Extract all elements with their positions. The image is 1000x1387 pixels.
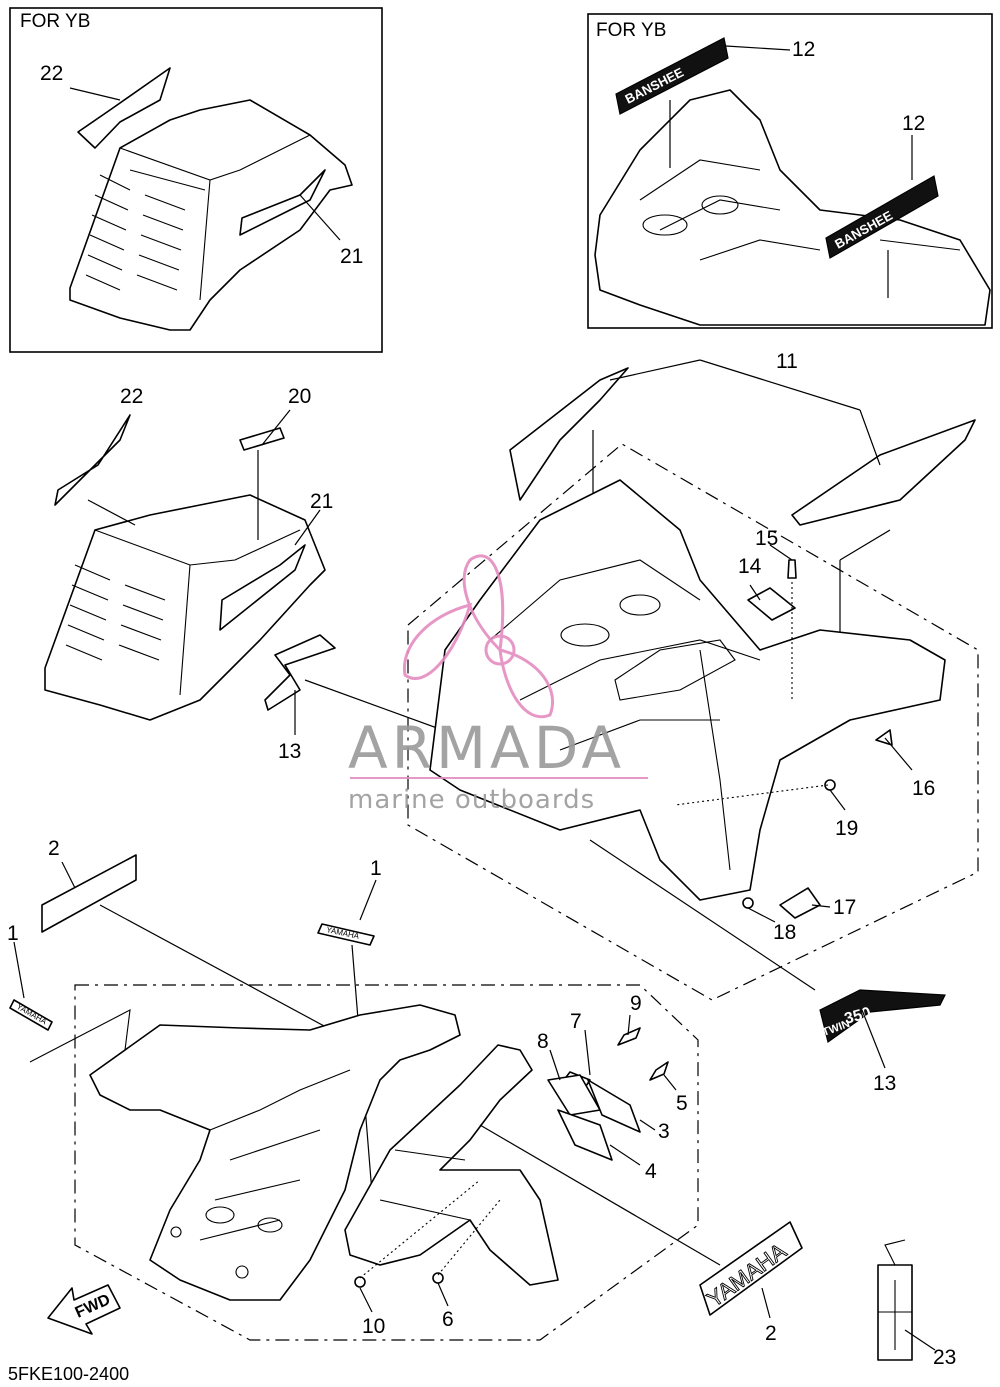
decal-2-stripe bbox=[41, 854, 137, 933]
callout-5: 5 bbox=[676, 1092, 688, 1115]
inset-right-label: FOR YB bbox=[596, 20, 666, 41]
front-carrier bbox=[344, 1044, 559, 1286]
front-fender-assembly: TWIN 350 11 15 14 16 19 17 18 13 bbox=[407, 350, 979, 1095]
callout-22-inset: 22 bbox=[40, 62, 63, 85]
fwd-arrow: FWD bbox=[47, 1284, 121, 1335]
callout-10: 10 bbox=[362, 1315, 385, 1338]
decal-1-left: YAMAHA bbox=[9, 999, 53, 1031]
callout-16: 16 bbox=[912, 777, 935, 800]
emblem-13-twin350: TWIN 350 bbox=[819, 989, 946, 1044]
svg-text:350: 350 bbox=[843, 1005, 873, 1028]
callout-11: 11 bbox=[776, 350, 798, 373]
decal-2-yamaha: YAMAHA bbox=[699, 1221, 803, 1316]
decal-22 bbox=[54, 414, 131, 506]
front-body-assembly: YAMAHA YAMAHA bbox=[7, 837, 956, 1369]
callout-21-inset: 21 bbox=[340, 245, 363, 268]
part-17 bbox=[779, 887, 821, 919]
callout-9: 9 bbox=[630, 992, 642, 1015]
callout-19: 19 bbox=[835, 817, 858, 840]
watermark-brand: ARMADA bbox=[348, 714, 625, 782]
callout-2-yamaha: 2 bbox=[765, 1322, 777, 1345]
bolt-9 bbox=[617, 1027, 641, 1046]
callout-21: 21 bbox=[310, 490, 333, 513]
inset-right: FOR YB BANSHEE BANSHEE 12 12 bbox=[587, 13, 993, 329]
callout-17: 17 bbox=[833, 896, 856, 919]
callout-1-top: 1 bbox=[370, 857, 382, 880]
callout-13-right: 13 bbox=[873, 1072, 896, 1095]
callout-23: 23 bbox=[933, 1346, 956, 1369]
bolt-15 bbox=[787, 559, 797, 579]
decal-21 bbox=[219, 544, 306, 631]
watermark-tagline: marine outboards bbox=[348, 785, 595, 815]
callout-18: 18 bbox=[773, 921, 796, 944]
nut-10 bbox=[354, 1276, 366, 1288]
callout-3: 3 bbox=[658, 1120, 670, 1143]
decal-13-left bbox=[264, 634, 336, 711]
front-fender bbox=[429, 479, 946, 901]
inset-left-label: FOR YB bbox=[20, 11, 90, 32]
drawing-code: 5FKE100-2400 bbox=[8, 1364, 129, 1384]
decal-11-left bbox=[509, 367, 629, 501]
callout-20: 20 bbox=[288, 385, 311, 408]
part-18 bbox=[742, 897, 754, 909]
callout-12-upper: 12 bbox=[792, 38, 815, 61]
rear-fender-assembly: 22 20 21 13 bbox=[44, 385, 471, 763]
callout-2-stripe: 2 bbox=[48, 837, 60, 860]
tag-23 bbox=[877, 1239, 913, 1361]
armada-watermark: ARMADA marine outboards bbox=[348, 554, 648, 815]
rear-fender-inset bbox=[69, 99, 353, 331]
callout-22: 22 bbox=[120, 385, 143, 408]
decal-1-top: YAMAHA bbox=[317, 923, 375, 946]
callout-13-left: 13 bbox=[278, 740, 301, 763]
part-14 bbox=[747, 587, 796, 621]
callout-14: 14 bbox=[738, 555, 762, 578]
propeller-logo-icon bbox=[402, 554, 555, 719]
callout-1-left: 1 bbox=[7, 922, 19, 945]
bolt-5 bbox=[649, 1061, 669, 1081]
inset-left: FOR YB 22 21 bbox=[9, 7, 383, 353]
decal-22-inset bbox=[77, 67, 171, 149]
callout-15: 15 bbox=[755, 527, 778, 550]
front-fender-inset bbox=[594, 89, 991, 326]
decal-20 bbox=[239, 427, 285, 451]
decal-11-right bbox=[791, 419, 976, 526]
callout-6: 6 bbox=[442, 1308, 454, 1331]
decal-21-inset bbox=[239, 169, 326, 236]
callout-12-lower: 12 bbox=[902, 112, 925, 135]
part-8 bbox=[547, 1074, 601, 1116]
callout-4: 4 bbox=[645, 1160, 657, 1183]
plate-4 bbox=[557, 1109, 613, 1161]
callout-8: 8 bbox=[537, 1030, 549, 1053]
plate-3 bbox=[587, 1079, 641, 1133]
callout-7: 7 bbox=[570, 1010, 582, 1033]
